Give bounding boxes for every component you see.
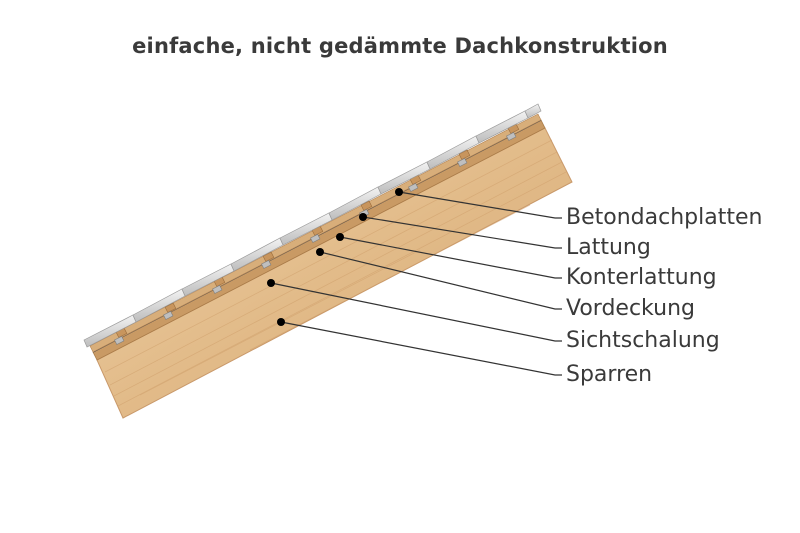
label-konterlattung: Konterlattung	[566, 265, 717, 290]
leader-vordeckung	[319, 251, 562, 310]
tile-hooks	[114, 131, 517, 345]
dot-vordeckung	[316, 248, 324, 256]
leader-lattung	[362, 216, 562, 249]
dot-betondachplatten	[395, 188, 403, 196]
dot-konterlattung	[336, 233, 344, 241]
leader-konterlattung	[339, 236, 562, 279]
dot-sichtschalung	[267, 279, 275, 287]
dot-sparren	[277, 318, 285, 326]
sichtschalung-layer	[92, 119, 546, 361]
label-betondachplatten: Betondachplatten	[566, 205, 763, 230]
leader-sparren	[280, 321, 562, 376]
leader-sichtschalung	[270, 282, 562, 342]
leader-betondachplatten	[398, 191, 562, 219]
label-sparren: Sparren	[566, 362, 653, 387]
wood-grain	[104, 139, 567, 407]
rafter-body	[96, 127, 573, 419]
dot-lattung	[359, 213, 367, 221]
diagram-title: einfache, nicht gedämmte Dachkonstruktio…	[132, 34, 668, 58]
lattung-battens	[115, 123, 520, 338]
label-vordeckung: Vordeckung	[566, 296, 695, 321]
label-lattung: Lattung	[566, 235, 651, 260]
label-sichtschalung: Sichtschalung	[566, 328, 720, 353]
betondachplatten-tiles	[83, 103, 542, 348]
